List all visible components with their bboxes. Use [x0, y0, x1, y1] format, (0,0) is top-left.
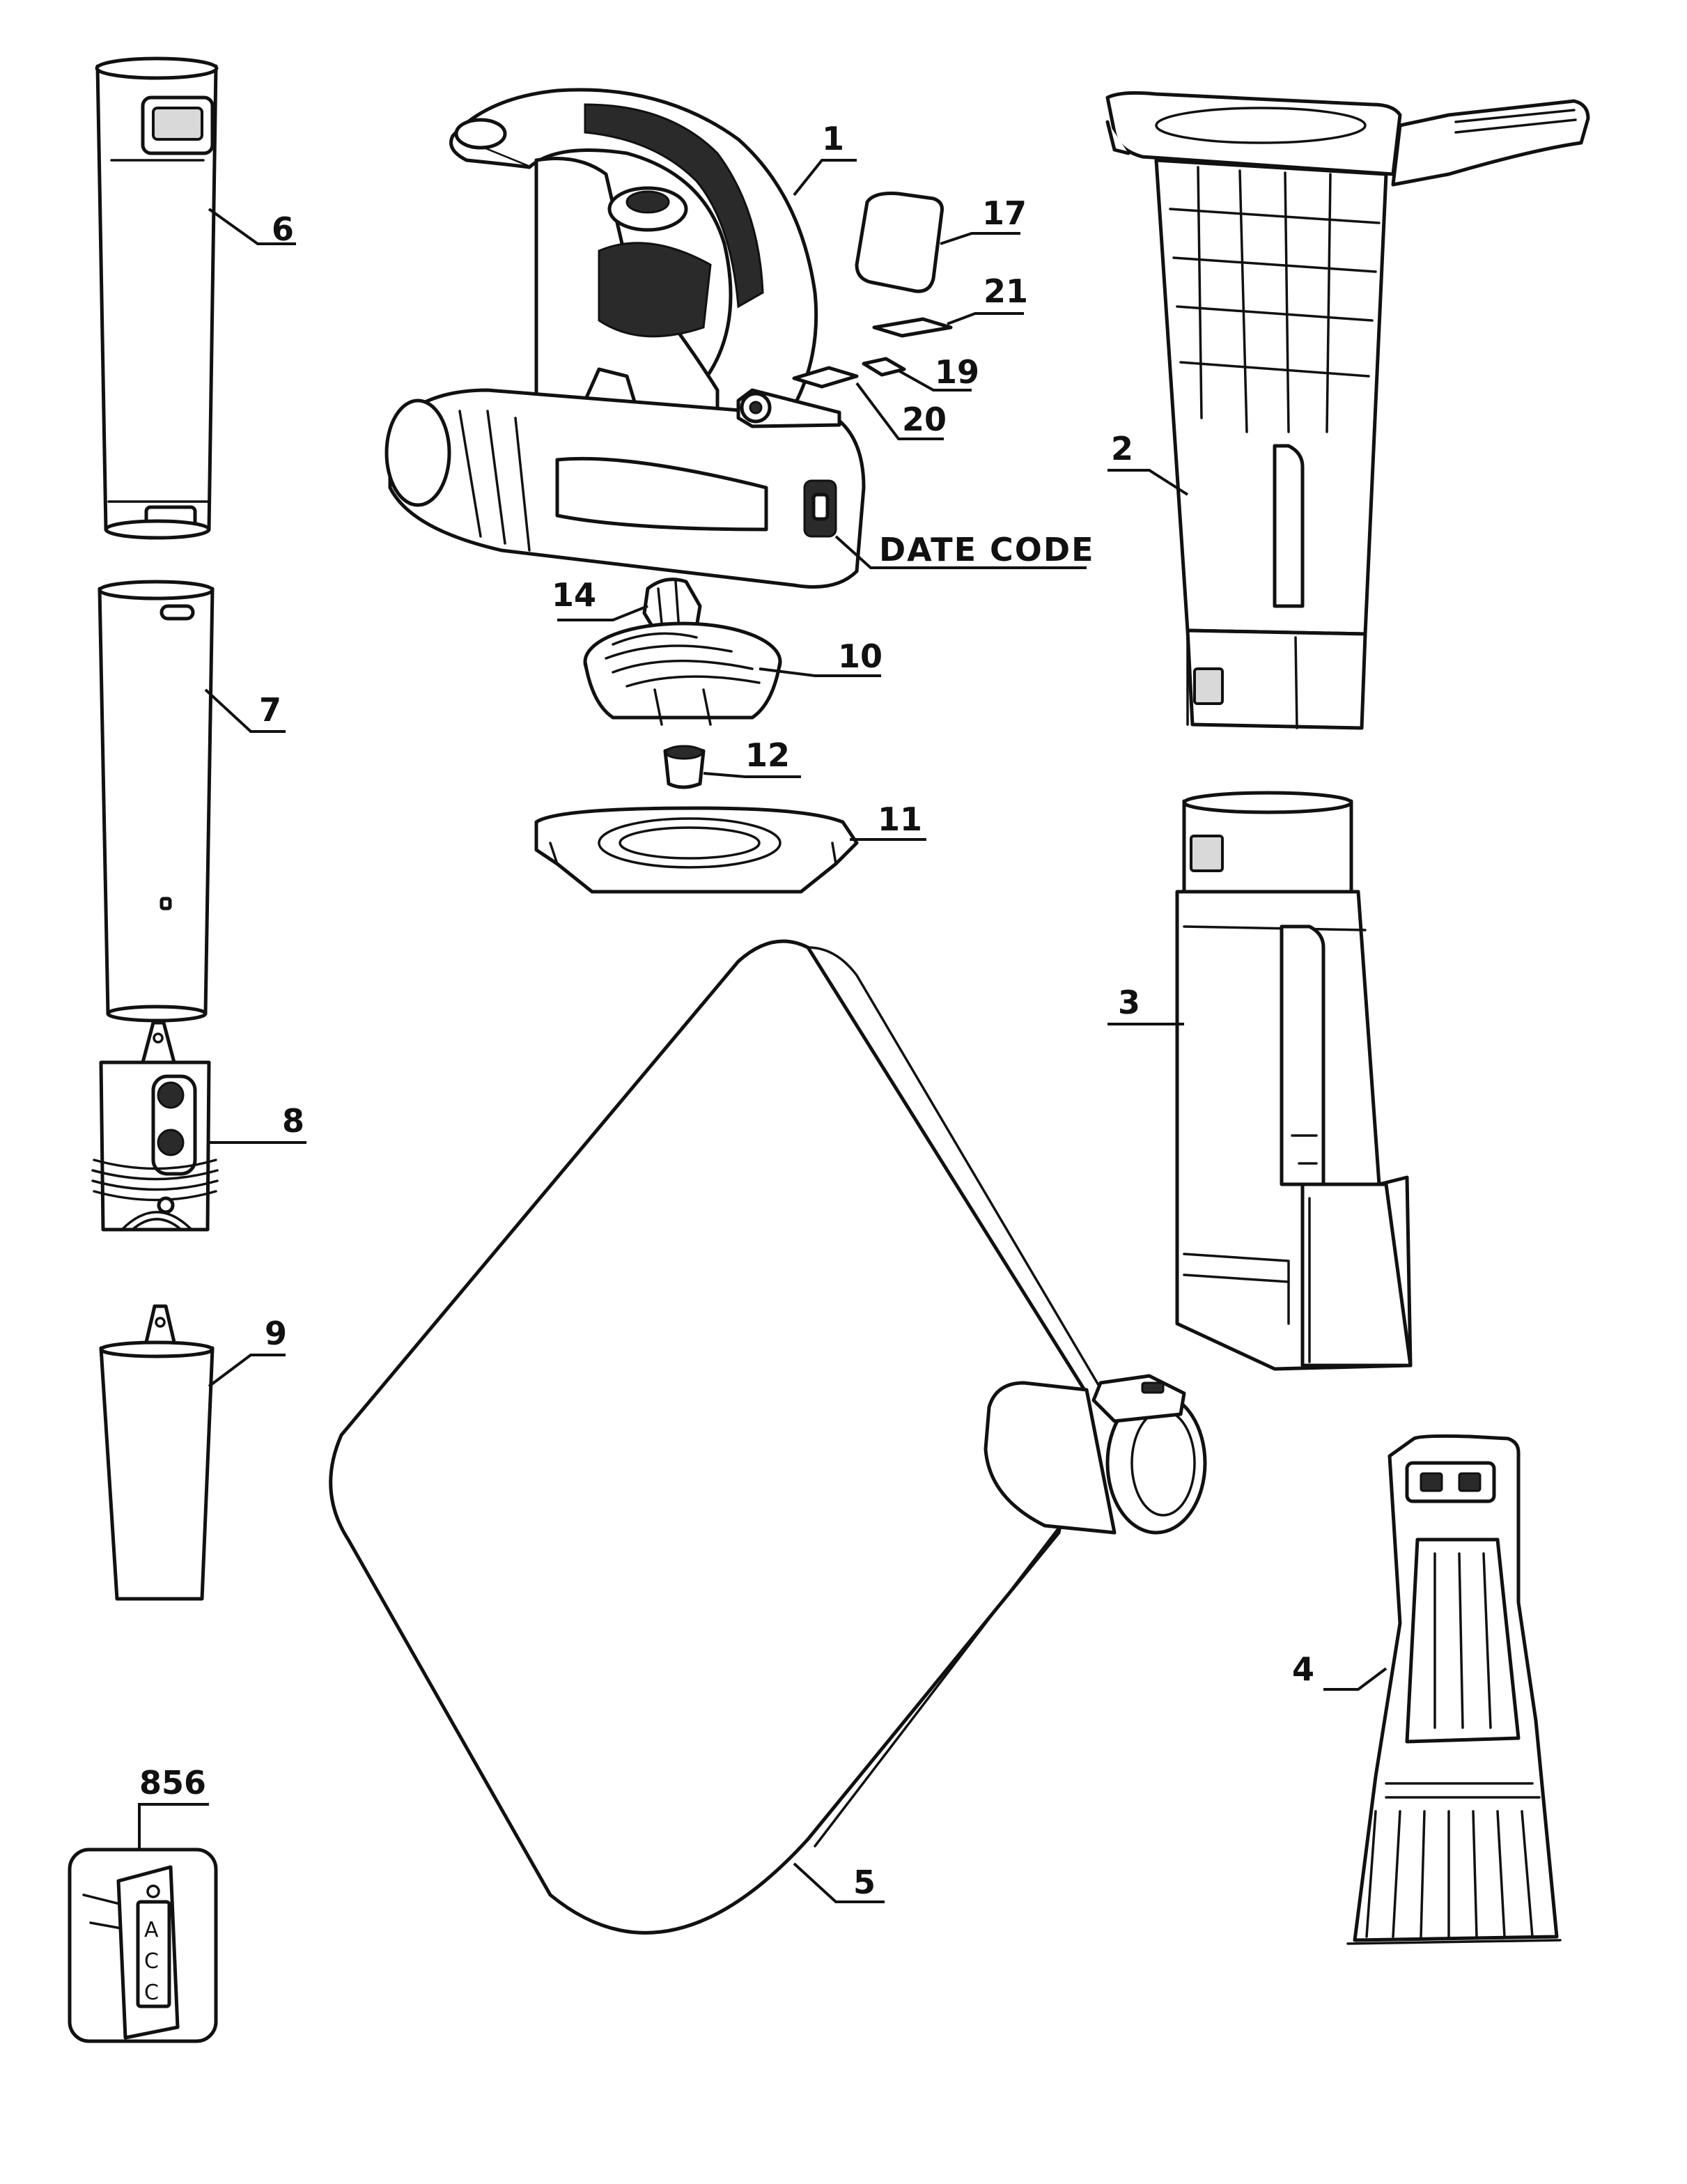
leader-17: [940, 232, 1020, 245]
label-14: 14: [552, 576, 596, 614]
label-5: 5: [853, 1864, 876, 1901]
part-856-accessory-tag: A C C: [68, 1848, 218, 2043]
label-3: 3: [1118, 984, 1140, 1021]
leader-21: [947, 312, 1024, 325]
label-8: 8: [282, 1102, 304, 1140]
part-1-motor-housing: [384, 88, 866, 589]
acc-tag-letter-1: A: [144, 1918, 159, 1942]
label-1: 1: [822, 120, 844, 157]
part-12-spacer: [663, 745, 706, 789]
label-2: 2: [1111, 430, 1133, 467]
leader-4: [1323, 1667, 1387, 1691]
leader-7: [204, 688, 286, 733]
label-6: 6: [272, 210, 294, 248]
part-8-nozzle-connector: [91, 1021, 219, 1232]
leader-1: [793, 159, 857, 196]
label-19: 19: [935, 353, 979, 391]
label-10: 10: [838, 637, 883, 675]
part-10-impeller: [583, 621, 782, 726]
label-11: 11: [878, 800, 922, 838]
part-2-vacuum-tube: [1105, 91, 1590, 730]
label-20: 20: [902, 401, 947, 438]
part-19-label: [862, 357, 906, 377]
leader-2: [1107, 469, 1189, 496]
leader-19: [898, 369, 972, 392]
part-21-label: [872, 317, 953, 338]
leader-856: [138, 1803, 209, 1850]
leader-10: [759, 667, 881, 677]
label-date-code: DATE CODE: [879, 531, 1095, 568]
leader-5: [793, 1862, 885, 1903]
leader-14: [557, 605, 648, 621]
label-17: 17: [982, 194, 1027, 232]
label-9: 9: [265, 1315, 287, 1352]
label-21: 21: [984, 272, 1028, 310]
leader-6: [208, 208, 296, 245]
leader-9: [208, 1354, 286, 1388]
part-11-fan-cover: [534, 806, 859, 894]
acc-tag-letter-2: C: [144, 1949, 159, 1974]
label-12: 12: [745, 736, 790, 774]
part-3-bag-connector: [1175, 791, 1413, 1371]
part-4-rake: [1346, 1434, 1562, 1945]
leader-20: [855, 382, 944, 440]
leader-12: [703, 772, 801, 778]
part-9-nozzle: [99, 1304, 215, 1601]
part-20-label: [792, 366, 859, 389]
label-7: 7: [259, 691, 281, 729]
part-7-lower-tube: [98, 580, 215, 1023]
label-4: 4: [1292, 1650, 1314, 1688]
label-856: 856: [139, 1764, 206, 1802]
part-17-label: [855, 192, 944, 293]
part-6-upper-tube: [95, 56, 219, 540]
leader-date-code: [834, 535, 1087, 569]
part-5-collection-bag: [329, 939, 1207, 1935]
acc-tag-letter-3: C: [144, 1981, 159, 2005]
